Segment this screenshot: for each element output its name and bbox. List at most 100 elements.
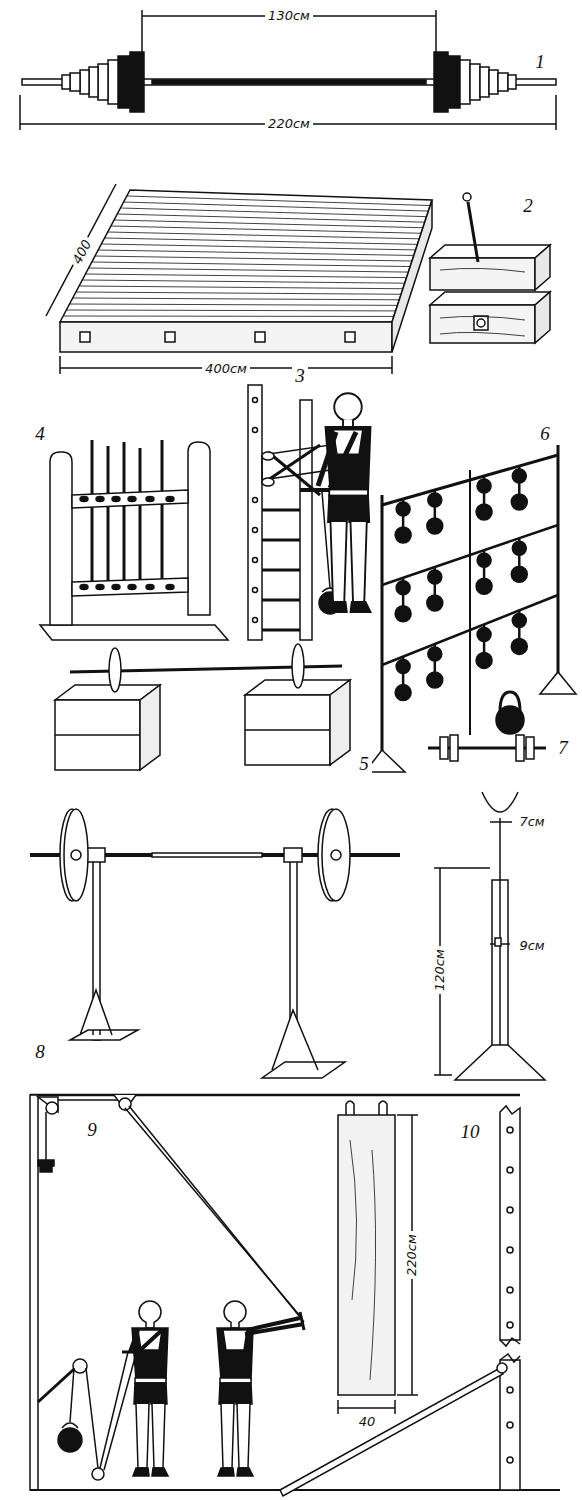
stand-side-view — [499, 818, 501, 880]
wall-bar-rungs — [253, 498, 258, 503]
dimension-label: 40 — [356, 1414, 379, 1430]
wooden-blocks — [430, 292, 550, 305]
platform-planks — [63, 196, 430, 342]
rack-dumbbells — [428, 647, 442, 661]
lifting-platform — [59, 356, 61, 374]
wall-holes — [507, 1247, 513, 1253]
barbell-plates — [130, 52, 144, 112]
rack-dumbbells — [395, 606, 411, 622]
wall-holes — [507, 1127, 513, 1463]
squat-stands — [284, 848, 302, 862]
dumbbell-rack — [557, 445, 560, 692]
pulley-machine — [73, 1359, 87, 1373]
barbell-plates — [89, 67, 98, 97]
platform-planks — [79, 286, 403, 289]
callout-number: 5 — [356, 753, 372, 776]
barbell — [19, 95, 21, 130]
wooden-blocks — [440, 268, 525, 336]
wooden-blocks — [474, 316, 488, 330]
barbell-plates — [98, 64, 108, 100]
dumbbell-rack — [365, 445, 576, 772]
dumbbell-and-kettlebell — [428, 692, 546, 761]
wall-bars — [262, 452, 274, 460]
rack-dumbbells — [395, 466, 527, 701]
wall-bar-rungs — [262, 569, 300, 572]
rack-dumbbells — [512, 613, 526, 627]
boxes-with-barbell — [55, 644, 350, 770]
wooden-blocks — [477, 319, 485, 327]
rack-dumbbells — [476, 504, 492, 520]
rack-holes — [80, 497, 88, 502]
barbell-rack — [91, 440, 94, 588]
barbell-rack — [107, 446, 110, 588]
rack-dumbbells — [427, 672, 443, 688]
barbell-plates — [80, 70, 89, 94]
pulley-machine — [30, 1094, 520, 1097]
rack-holes — [128, 497, 136, 502]
wall-bar-rungs — [262, 509, 300, 512]
rack-dumbbells — [396, 502, 410, 516]
wooden-blocks — [463, 193, 471, 201]
barbell-rack — [40, 625, 228, 640]
slant-board — [497, 1363, 507, 1373]
dumbbell-rack — [381, 495, 384, 770]
platform-planks — [124, 202, 429, 211]
boxes-with-barbell — [109, 648, 121, 692]
wooden-blocks — [468, 202, 478, 262]
wooden-blocks — [430, 258, 535, 290]
stand-side-view — [482, 792, 518, 812]
squat-stands — [262, 1010, 345, 1078]
pulley-machine — [86, 1368, 98, 1468]
barbell-plates — [448, 56, 460, 108]
platform-planks — [127, 196, 430, 206]
barbell-rack — [72, 578, 188, 596]
rack-holes — [146, 585, 154, 590]
callout-number: 2 — [520, 195, 536, 218]
wall-bars — [326, 393, 371, 612]
barbell-plates — [489, 70, 498, 94]
barbell — [435, 10, 437, 52]
slant-board — [280, 1101, 520, 1496]
wall-bar-rungs — [253, 618, 258, 623]
lifting-platform — [60, 322, 392, 352]
pulley-machine — [122, 1351, 144, 1354]
wall-bar-rungs — [253, 558, 258, 563]
dimension-label: 130см — [265, 8, 313, 24]
rack-holes — [166, 585, 174, 590]
pulley-machine — [300, 1312, 304, 1330]
wall-bar-rungs — [262, 629, 300, 632]
callout-number: 6 — [537, 423, 553, 446]
wall-bar-rungs — [262, 599, 300, 602]
stand-side-view — [434, 867, 490, 869]
rack-dumbbells — [511, 566, 527, 582]
platform-planks — [85, 274, 406, 278]
slant-board — [346, 1101, 387, 1115]
platform-planks — [105, 238, 418, 244]
stand-side-view — [490, 821, 512, 823]
pulley-machine — [45, 1112, 47, 1160]
slant-board — [500, 1338, 520, 1362]
dumbbell-and-kettlebell — [440, 737, 448, 759]
rack-holes — [80, 497, 174, 590]
wall-bar-rungs — [253, 428, 258, 433]
rack-dumbbells — [476, 652, 492, 668]
wall-bars — [268, 445, 320, 480]
stand-side-view — [434, 1074, 452, 1076]
pulley-machine — [245, 1318, 304, 1334]
rack-dumbbells — [511, 638, 527, 654]
pulley-machine — [58, 1428, 82, 1452]
stand-side-view — [434, 792, 545, 1080]
platform-planks — [95, 256, 412, 261]
barbell — [555, 95, 557, 130]
platform-planks — [101, 244, 415, 250]
barbell-rack — [188, 442, 210, 615]
wooden-blocks — [430, 193, 550, 343]
rack-dumbbells — [428, 570, 442, 584]
wall-bars — [318, 432, 356, 488]
stand-side-view — [455, 1045, 545, 1080]
slant-board — [397, 1394, 418, 1396]
rack-holes — [146, 497, 154, 502]
wall-bars — [300, 400, 312, 640]
barbell-rack — [50, 452, 72, 625]
